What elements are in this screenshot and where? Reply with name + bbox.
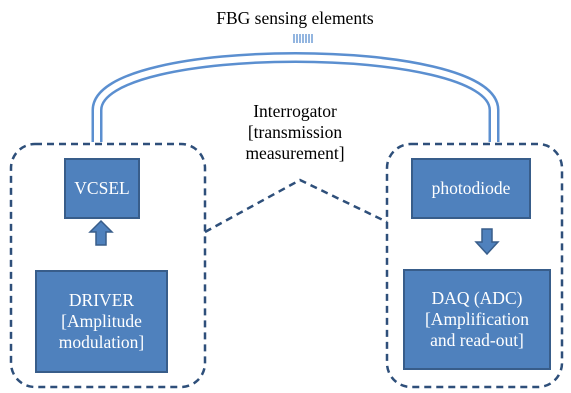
- down-arrow-icon: [474, 228, 500, 256]
- photodiode-label: photodiode: [431, 178, 511, 198]
- daq-line-3: and read-out]: [430, 330, 524, 350]
- driver-line-2: [Amplitude: [61, 311, 142, 331]
- vcsel-box: VCSEL: [64, 158, 140, 219]
- interrogator-connector: [204, 178, 388, 234]
- up-arrow-icon: [88, 219, 114, 246]
- vcsel-label: VCSEL: [74, 178, 130, 198]
- fbg-grating-icon: [293, 34, 313, 43]
- interrogator-line-2: [transmission: [247, 122, 343, 142]
- driver-box: DRIVER [Amplitude modulation]: [35, 270, 168, 373]
- optical-fiber-inner: [94, 54, 497, 142]
- daq-box: DAQ (ADC) [Amplification and read-out]: [403, 269, 551, 370]
- fbg-title: FBG sensing elements: [180, 8, 410, 29]
- photodiode-box: photodiode: [411, 158, 531, 219]
- fbg-title-text: FBG sensing elements: [216, 8, 374, 28]
- daq-line-1: DAQ (ADC): [431, 288, 523, 308]
- left-dashed-group: [9, 142, 207, 389]
- right-dashed-group: [385, 142, 564, 389]
- interrogator-line-1: Interrogator: [253, 101, 337, 121]
- driver-line-1: DRIVER: [68, 290, 135, 310]
- interrogator-label: Interrogator [transmission measurement]: [215, 101, 375, 164]
- daq-line-2: [Amplification: [424, 309, 529, 329]
- interrogator-line-3: measurement]: [245, 143, 345, 163]
- driver-line-3: modulation]: [58, 332, 145, 352]
